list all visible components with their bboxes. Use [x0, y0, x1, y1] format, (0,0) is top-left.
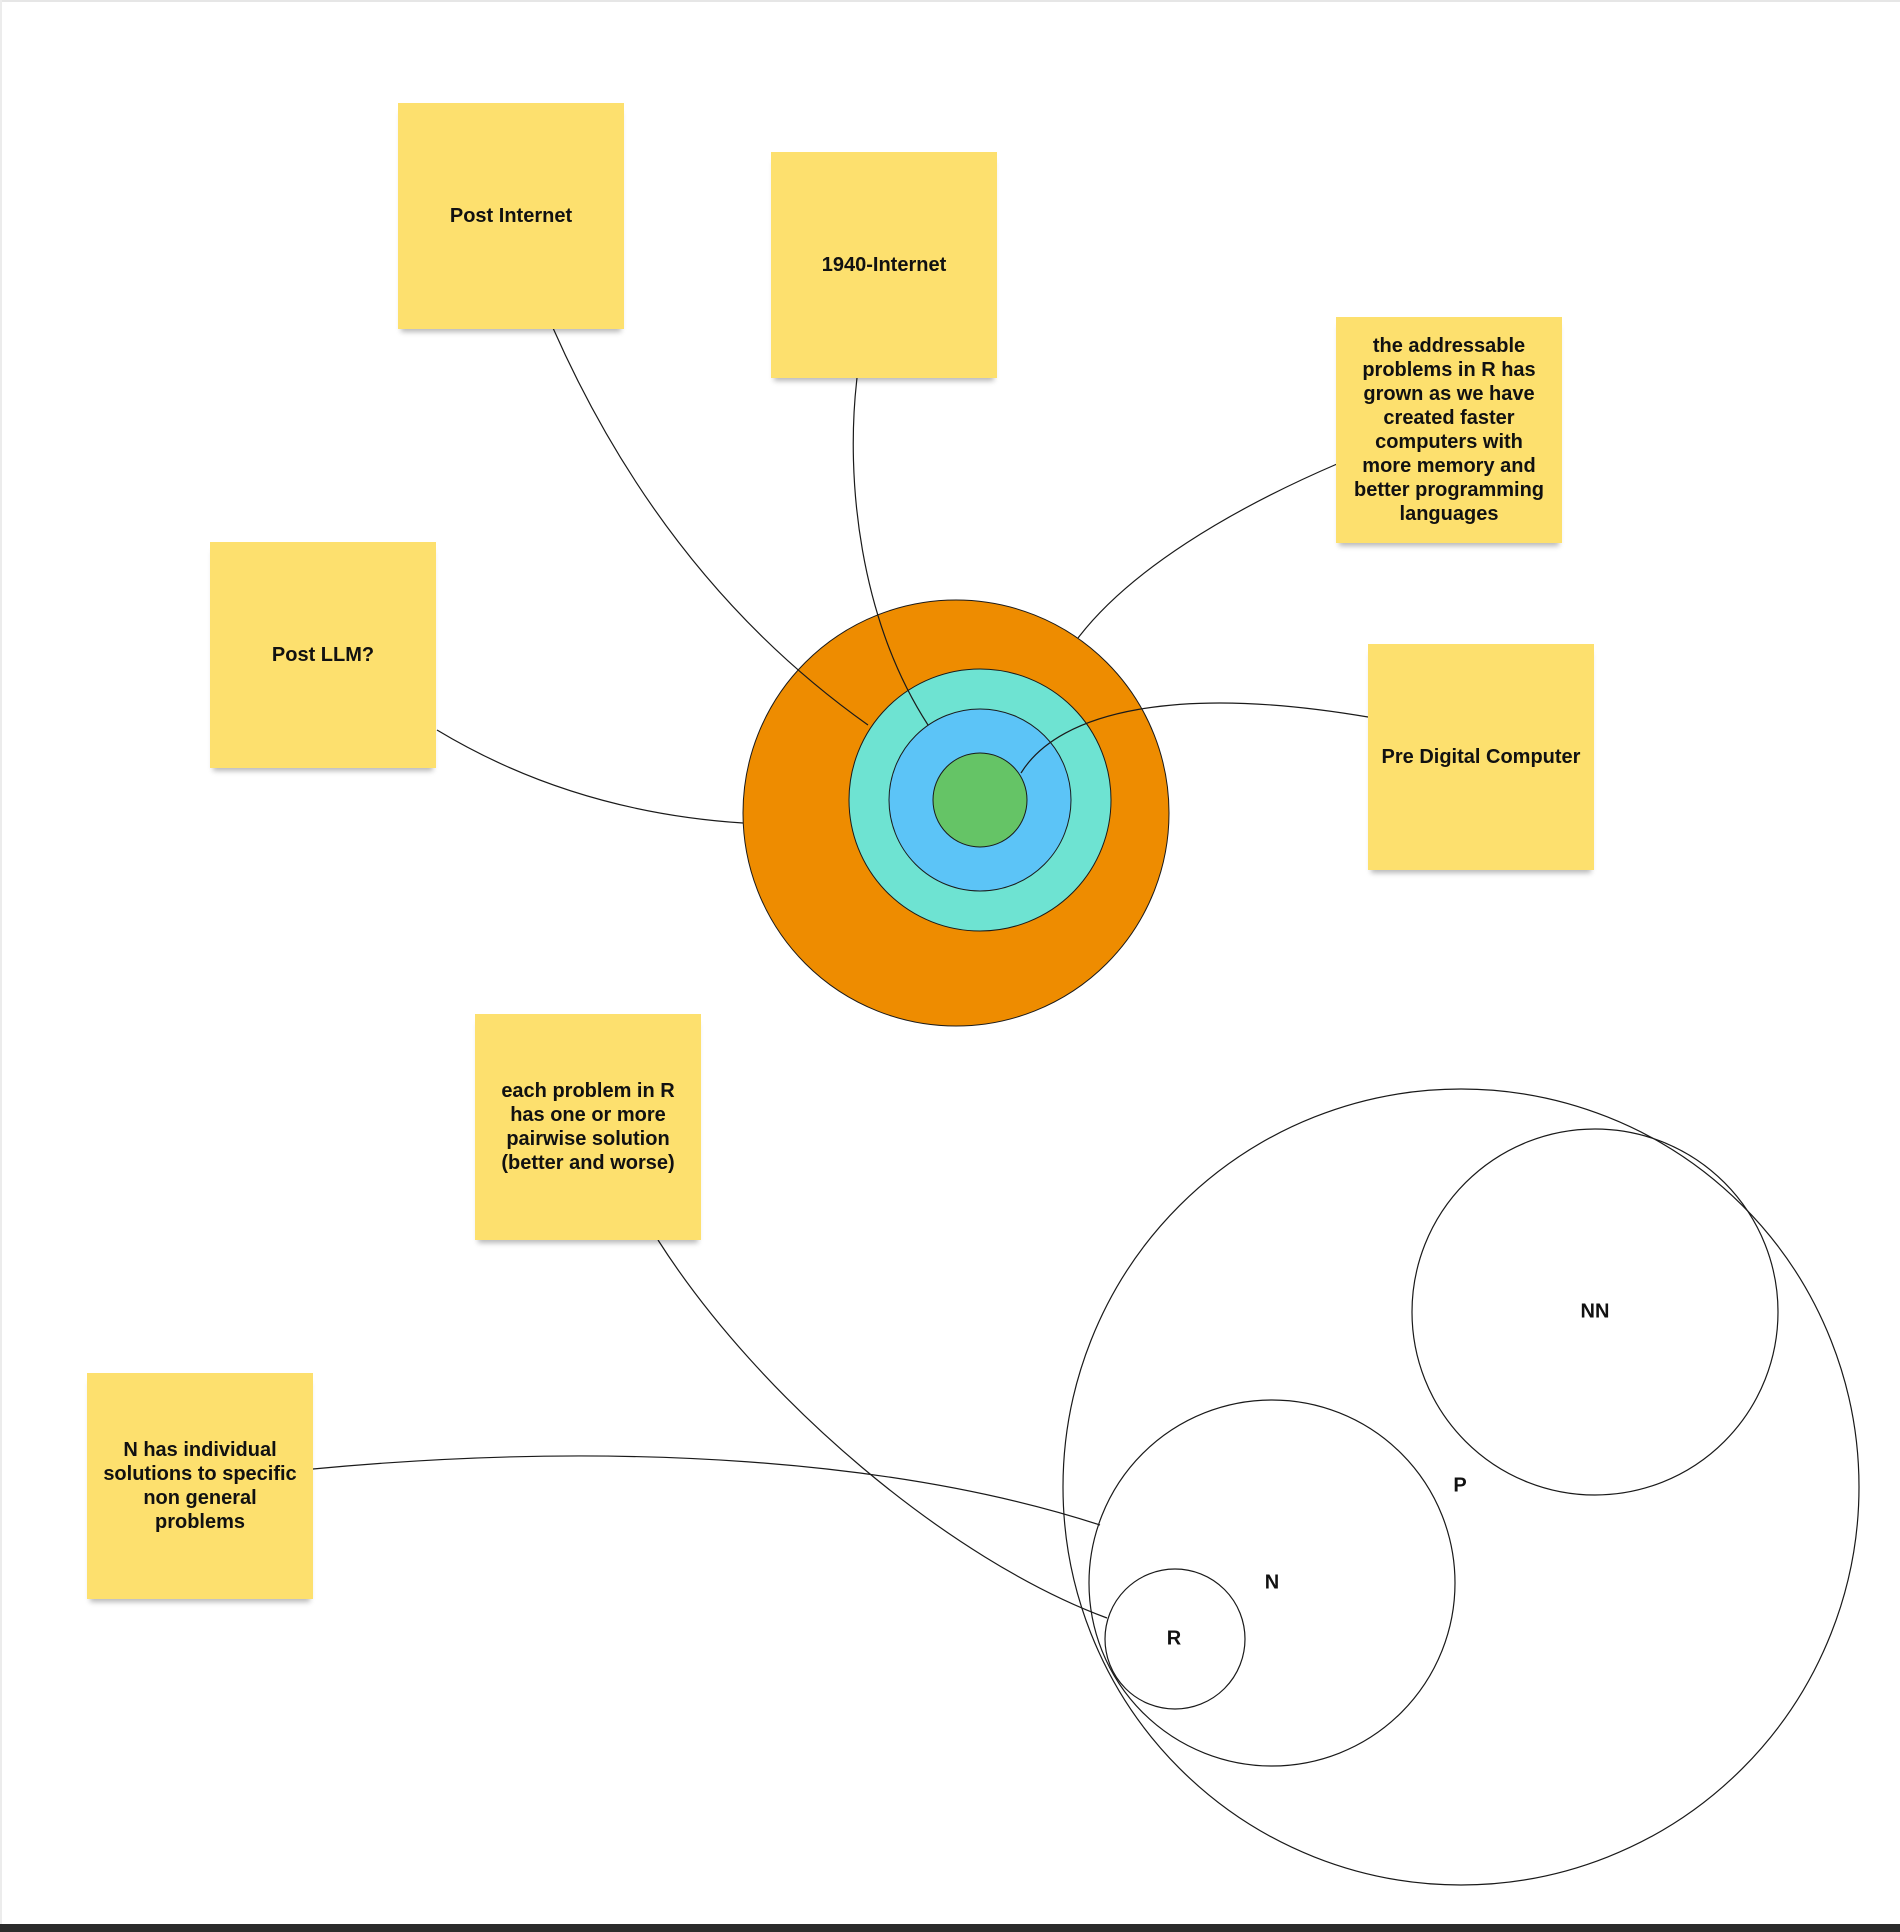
sticky-n-individual-solutions[interactable]: N has individual solutions to specific n…: [87, 1373, 313, 1599]
sticky-n-individual-solutions-text: N has individual solutions to specific n…: [103, 1439, 297, 1533]
venn-label-nn: NN: [1580, 1300, 1610, 1323]
sticky-addressable-problems[interactable]: the addressable problems in R has grown …: [1336, 317, 1562, 543]
venn-label-p: P: [1453, 1474, 1467, 1497]
top-border: [0, 0, 1900, 2]
sticky-addressable-problems-text: the addressable problems in R has grown …: [1353, 335, 1545, 525]
left-border: [0, 0, 2, 1932]
sticky-each-problem[interactable]: each problem in R has one or more pairwi…: [475, 1014, 701, 1240]
connector-post-internet[interactable]: [552, 327, 869, 726]
connector-addressable-problems[interactable]: [1077, 463, 1338, 639]
sticky-pre-digital-computer-text: Pre Digital Computer: [1381, 746, 1581, 768]
sticky-post-llm[interactable]: Post LLM?: [210, 542, 436, 768]
venn-circle-n[interactable]: [1088, 1399, 1456, 1767]
bottom-bar: [0, 1924, 1900, 1932]
sticky-post-llm-text: Post LLM?: [271, 644, 375, 666]
venn-label-n: N: [1264, 1571, 1280, 1594]
venn-circle-nn[interactable]: [1411, 1128, 1779, 1496]
venn-circle-p[interactable]: [1062, 1088, 1860, 1886]
connector-n-individual-solutions[interactable]: [312, 1455, 1101, 1526]
ring-core-green[interactable]: [932, 752, 1028, 848]
connector-each-problem[interactable]: [657, 1239, 1108, 1619]
sticky-post-internet[interactable]: Post Internet: [398, 103, 624, 329]
sticky-pre-digital-computer[interactable]: Pre Digital Computer: [1368, 644, 1594, 870]
sticky-each-problem-text: each problem in R has one or more pairwi…: [501, 1080, 675, 1174]
connector-post-llm[interactable]: [436, 729, 744, 824]
sticky-post-internet-text: Post Internet: [449, 205, 573, 227]
sticky-1940-internet[interactable]: 1940-Internet: [771, 152, 997, 378]
venn-label-r: R: [1166, 1627, 1182, 1650]
sticky-1940-internet-text: 1940-Internet: [821, 254, 947, 276]
venn-circle-r[interactable]: [1104, 1568, 1246, 1710]
connector-1940-internet[interactable]: [852, 377, 929, 726]
connector-pre-digital-computer[interactable]: [1020, 702, 1369, 774]
